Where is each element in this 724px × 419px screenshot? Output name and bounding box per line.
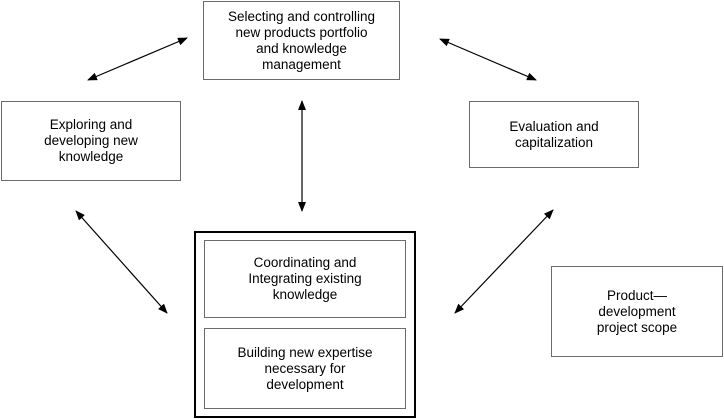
node-product-scope: Product— development project scope (551, 266, 723, 357)
node-building-expertise: Building new expertise necessary for dev… (204, 328, 406, 409)
node-selecting-label: Selecting and controlling new products p… (227, 8, 376, 72)
arrow-exploring-core (75, 210, 168, 314)
node-evaluation-label: Evaluation and capitalization (509, 118, 599, 150)
arrow-selecting-evaluation (439, 38, 537, 81)
node-selecting-portfolio: Selecting and controlling new products p… (203, 1, 400, 80)
node-evaluation: Evaluation and capitalization (469, 101, 639, 168)
node-product-label: Product— development project scope (596, 287, 678, 335)
node-exploring-label: Exploring and developing new knowledge (44, 117, 138, 164)
node-exploring-knowledge: Exploring and developing new knowledge (1, 101, 181, 181)
arrow-selecting-exploring (87, 37, 188, 81)
node-building-label: Building new expertise necessary for dev… (237, 344, 373, 392)
node-coordinating: Coordinating and Integrating existing kn… (204, 240, 406, 318)
node-coordinating-label: Coordinating and Integrating existing kn… (248, 255, 362, 302)
arrow-evaluation-core (454, 209, 554, 314)
